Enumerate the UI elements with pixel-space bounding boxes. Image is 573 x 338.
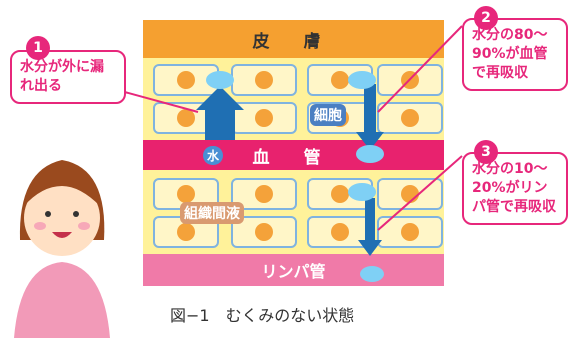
blood-label: 血 管 xyxy=(252,147,335,168)
lymph-arrow-head xyxy=(358,240,382,256)
lymph-vessel-layer: リンパ管 xyxy=(143,254,444,286)
cell xyxy=(377,102,443,134)
pointer-line-2 xyxy=(377,25,463,113)
figure-caption: 図−1 むくみのない状態 xyxy=(170,306,355,325)
interstitial-fluid-label: 組織間液 xyxy=(180,202,244,224)
callout-number-3: 3 xyxy=(474,140,498,164)
pointer-line-3 xyxy=(377,155,463,231)
cell-label: 細胞 xyxy=(310,104,346,126)
droplet xyxy=(356,145,384,163)
droplet xyxy=(348,71,376,89)
cell xyxy=(231,64,297,96)
callout-1: 水分が外に漏れ出る xyxy=(10,50,126,104)
lymph-arrow-shaft xyxy=(365,198,375,244)
callout-2: 水分の80〜90%が血管で再吸収 xyxy=(462,18,568,91)
droplet xyxy=(206,71,234,89)
leak-arrow xyxy=(196,86,244,140)
skin-layer: 皮 膚 xyxy=(143,20,444,58)
girl-illustration xyxy=(14,160,110,338)
reabsorb-arrow-head xyxy=(356,132,384,150)
cell xyxy=(231,102,297,134)
cell xyxy=(377,216,443,248)
tissue-upper xyxy=(143,58,444,140)
droplet xyxy=(348,183,376,201)
water-label: 水 xyxy=(203,146,224,165)
callout-3: 水分の10〜20%がリンパ管で再吸収 xyxy=(462,152,568,225)
callout-number-1: 1 xyxy=(26,36,50,60)
blood-vessel-layer: 血 管 xyxy=(143,140,444,170)
callout-number-2: 2 xyxy=(474,6,498,30)
droplet xyxy=(360,266,384,282)
skin-label: 皮 膚 xyxy=(252,31,335,52)
lymph-label: リンパ管 xyxy=(261,262,326,281)
reabsorb-arrow-shaft xyxy=(364,84,376,134)
